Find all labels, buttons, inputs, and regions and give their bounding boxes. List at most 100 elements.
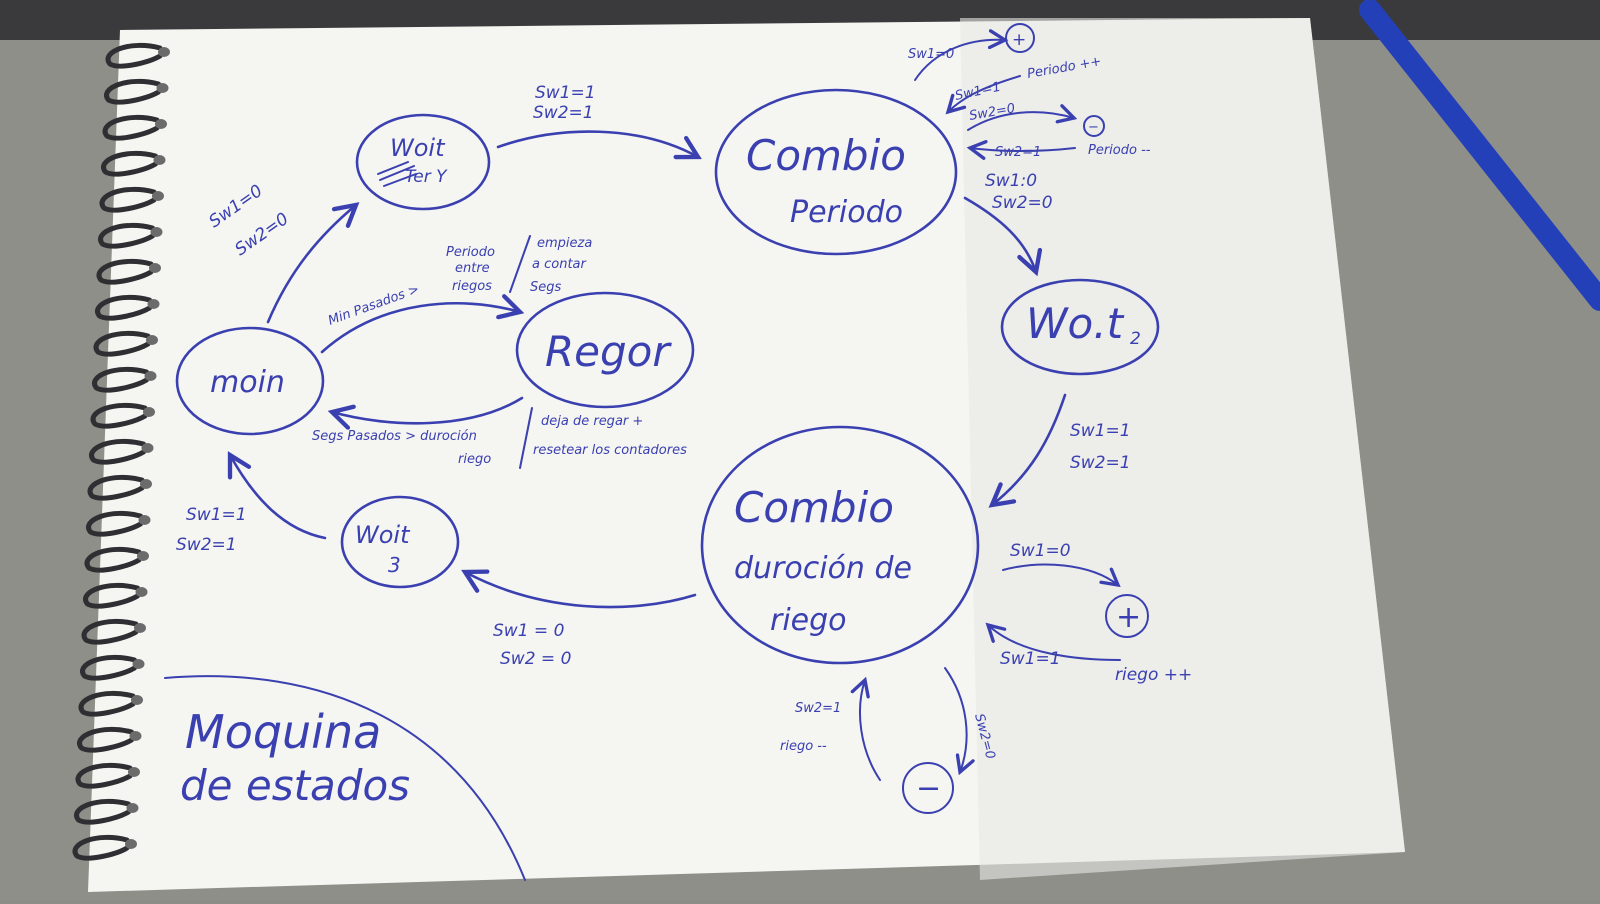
label-dur-wait3-1: Sw1 = 0 xyxy=(493,621,564,641)
label-main-regar-periodo: Periodo xyxy=(446,245,495,260)
label-regar-start-3: Segs xyxy=(530,280,562,295)
spiral-ring xyxy=(77,726,134,753)
label-regar-start-2: a contar xyxy=(532,257,588,272)
spiral-hole xyxy=(128,767,140,777)
spiral-hole xyxy=(135,587,148,597)
label-wait2-dur-2: Sw2=1 xyxy=(1070,453,1131,473)
minus-circle-bottom xyxy=(902,762,954,814)
arrow-duracion-minus xyxy=(944,667,967,772)
label-riego-dec: riego -- xyxy=(780,739,827,754)
state-cambio-duracion-line2: duroción de xyxy=(734,551,912,586)
label-regar-end-2: resetear los contadores xyxy=(533,443,687,458)
spiral-hole xyxy=(143,407,155,417)
label-main-regar-riegos: riegos xyxy=(452,279,492,294)
state-wait1-circle xyxy=(355,113,491,211)
spiral-ring xyxy=(90,402,148,429)
state-cambio-duracion-line3: riego xyxy=(770,603,847,638)
label-wait3-main-2: Sw2=1 xyxy=(176,535,237,555)
arrow-periodo-dec xyxy=(970,148,1076,151)
spiral-ring xyxy=(104,78,161,105)
plus-top-label: + xyxy=(1012,30,1026,50)
arrow-duracion-plus xyxy=(1002,563,1118,585)
scribble-mark xyxy=(377,161,417,187)
spiral-ring xyxy=(92,366,149,393)
arrow-main-to-regar xyxy=(320,303,520,354)
label-periodo-dec: Periodo -- xyxy=(1088,143,1151,158)
spiral-ring xyxy=(86,510,143,537)
spiral-ring xyxy=(78,690,136,717)
state-wait1-line1: Woit xyxy=(390,134,446,162)
minus-circle-top xyxy=(1083,115,1105,137)
spiral-hole xyxy=(150,227,163,237)
action-divider-bottom xyxy=(519,407,533,469)
state-wait3-line1: Woit xyxy=(355,521,411,549)
label-wait1-cambio-2: Sw2=1 xyxy=(533,103,594,123)
label-main-regar-entre: entre xyxy=(455,261,490,276)
arrow-periodo-inc xyxy=(948,75,1021,112)
page-shadow xyxy=(960,18,1405,880)
arrow-wait1-to-cambio xyxy=(496,130,698,157)
spiral-ring xyxy=(72,834,130,861)
spiral-ring xyxy=(101,150,158,177)
spiral-hole xyxy=(158,47,170,57)
spiral-hole xyxy=(126,803,139,813)
label-regar-main-riego: riego xyxy=(458,452,491,467)
arrow-main-to-wait1 xyxy=(266,205,356,324)
state-cambio-duracion-line1: Combio xyxy=(734,483,894,532)
arrow-cambio-to-wait2 xyxy=(963,196,1036,272)
state-cambio-duracion-circle xyxy=(700,425,980,665)
arrow-periodo-plus xyxy=(914,40,1005,81)
title-line1: Moquina xyxy=(185,705,381,759)
plus-right-label: + xyxy=(1116,600,1141,635)
state-wait3-line2: 3 xyxy=(388,553,401,577)
arrow-duracion-dec xyxy=(860,680,881,781)
minus-bottom-label: − xyxy=(916,771,941,806)
spiral-hole xyxy=(129,731,142,741)
label-riego-inc: riego ++ xyxy=(1115,665,1192,685)
spiral-ring xyxy=(98,222,155,249)
spiral-ring xyxy=(83,582,140,609)
label-wait1-cambio-1: Sw1=1 xyxy=(535,83,596,103)
state-cambio-periodo-circle xyxy=(714,88,958,256)
spiral-hole xyxy=(147,299,160,309)
label-cambio-wait2-2: Sw2=0 xyxy=(992,193,1053,213)
arrow-regar-to-main xyxy=(332,396,524,423)
state-main-circle xyxy=(175,326,325,436)
spiral-hole xyxy=(141,443,154,453)
minus-top-label: − xyxy=(1088,120,1099,135)
spiral-ring xyxy=(87,474,145,501)
spiral-ring xyxy=(89,438,146,465)
arrow-wait3-to-main xyxy=(230,455,327,540)
spiral-ring xyxy=(102,114,160,141)
spiral-hole xyxy=(144,371,157,381)
label-regar-start-1: empieza xyxy=(537,236,592,251)
label-regar-main: Segs Pasados > duroción xyxy=(312,429,477,444)
spiral-hole xyxy=(134,623,146,633)
spiral-hole xyxy=(152,191,164,201)
state-cambio-periodo-line1: Combio xyxy=(746,131,906,180)
spiral-ring xyxy=(81,618,139,645)
title-line2: de estados xyxy=(180,761,410,810)
spiral-ring xyxy=(80,654,137,681)
label-dur-sw1-1: Sw1=1 xyxy=(1000,649,1061,669)
state-main-label: moin xyxy=(210,365,285,400)
arrow-periodo-minus xyxy=(967,112,1074,131)
spiral-ring xyxy=(75,762,133,789)
spiral-ring xyxy=(96,258,154,285)
state-cambio-periodo-line2: Periodo xyxy=(790,195,903,230)
arrow-duracion-to-wait3 xyxy=(465,572,697,609)
label-cambio-wait2-1: Sw1:0 xyxy=(985,171,1037,191)
pen xyxy=(1359,0,1600,311)
spiral-hole xyxy=(155,119,167,129)
label-wait2-dur-1: Sw1=1 xyxy=(1070,421,1131,441)
state-regar-label: Regor xyxy=(545,327,672,376)
spiral-hole xyxy=(146,335,158,345)
title-arc xyxy=(164,675,526,881)
state-wait2-circle xyxy=(1000,278,1160,376)
state-wait2-label: Wo.t xyxy=(1026,299,1125,348)
spiral-binding xyxy=(72,42,170,861)
plus-circle-top xyxy=(1005,23,1035,53)
label-periodo-sw2-1: Sw2=1 xyxy=(995,145,1041,160)
